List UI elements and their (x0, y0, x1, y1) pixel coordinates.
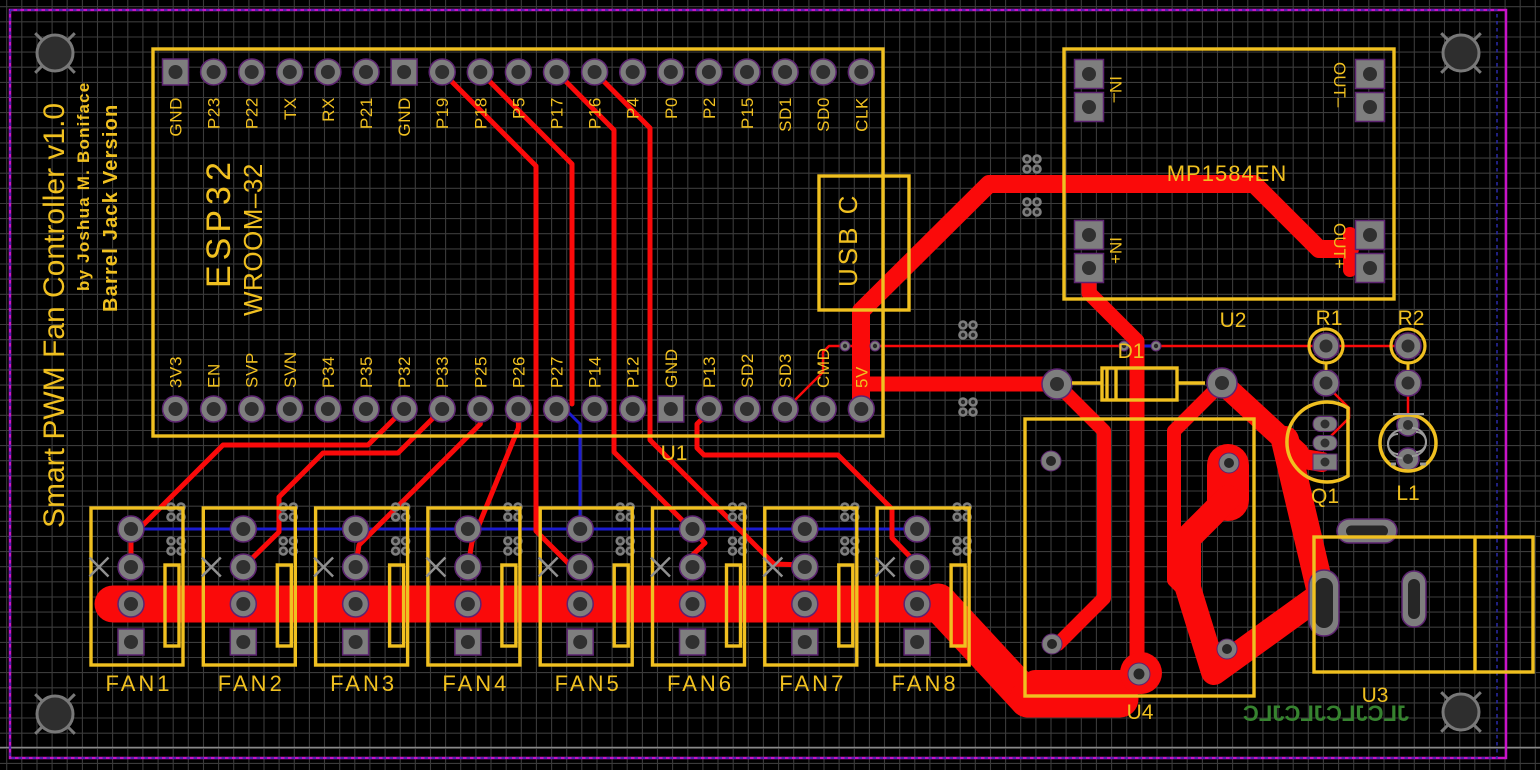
svg-text:FAN6: FAN6 (667, 671, 734, 696)
svg-text:IN–: IN– (1106, 76, 1125, 103)
svg-text:WROOM–32: WROOM–32 (238, 163, 268, 316)
svg-text:JLCJLCJLCJLC: JLCJLCJLCJLC (1243, 701, 1409, 726)
svg-text:ESP32: ESP32 (200, 157, 238, 288)
svg-text:FAN7: FAN7 (779, 671, 846, 696)
svg-text:P4: P4 (624, 97, 643, 119)
svg-text:SVP: SVP (243, 352, 262, 388)
svg-text:OUT–: OUT– (1330, 62, 1349, 108)
svg-text:EN: EN (205, 363, 224, 388)
svg-text:5V: 5V (852, 366, 871, 388)
svg-text:OUT+: OUT+ (1330, 223, 1349, 269)
svg-text:Q1: Q1 (1311, 485, 1339, 508)
svg-text:by Joshua M. Boniface: by Joshua M. Boniface (74, 82, 93, 291)
svg-text:P17: P17 (548, 97, 567, 129)
svg-text:P2: P2 (700, 97, 719, 119)
svg-text:P34: P34 (319, 356, 338, 388)
svg-text:P22: P22 (243, 97, 262, 129)
svg-text:P25: P25 (471, 356, 490, 388)
svg-text:U3: U3 (1362, 684, 1389, 707)
svg-text:P35: P35 (357, 356, 376, 388)
svg-text:USB C: USB C (833, 193, 863, 287)
svg-text:D1: D1 (1118, 340, 1145, 363)
svg-text:R2: R2 (1398, 307, 1425, 330)
svg-text:P33: P33 (433, 356, 452, 388)
svg-text:FAN2: FAN2 (218, 671, 285, 696)
svg-text:IN+: IN+ (1106, 237, 1125, 264)
svg-text:SD0: SD0 (814, 97, 833, 132)
svg-text:FAN1: FAN1 (105, 671, 172, 696)
svg-text:L1: L1 (1396, 482, 1419, 505)
svg-text:P13: P13 (700, 356, 719, 388)
svg-text:FAN4: FAN4 (442, 671, 509, 696)
svg-text:FAN8: FAN8 (892, 671, 959, 696)
svg-text:FAN3: FAN3 (330, 671, 397, 696)
svg-text:CMD: CMD (814, 347, 833, 388)
svg-text:P12: P12 (624, 356, 643, 388)
svg-text:SVN: SVN (281, 351, 300, 388)
svg-text:U4: U4 (1127, 701, 1154, 724)
svg-text:GND: GND (662, 348, 681, 388)
svg-text:P27: P27 (548, 356, 567, 388)
svg-text:SD2: SD2 (738, 353, 757, 388)
svg-text:SD3: SD3 (776, 353, 795, 388)
svg-text:GND: GND (395, 97, 414, 137)
svg-text:GND: GND (167, 97, 186, 137)
svg-text:FAN5: FAN5 (555, 671, 622, 696)
svg-text:P0: P0 (662, 97, 681, 119)
svg-text:TX: TX (281, 97, 300, 120)
svg-text:MP1584EN: MP1584EN (1167, 161, 1288, 186)
svg-text:P16: P16 (586, 97, 605, 129)
svg-text:P5: P5 (509, 97, 528, 119)
svg-text:P15: P15 (738, 97, 757, 129)
svg-text:3V3: 3V3 (167, 356, 186, 388)
svg-text:Smart PWM Fan Controller v1.0: Smart PWM Fan Controller v1.0 (38, 103, 71, 528)
svg-text:P26: P26 (509, 356, 528, 388)
svg-text:R1: R1 (1316, 307, 1343, 330)
svg-text:U1: U1 (661, 442, 688, 465)
svg-text:Barrel Jack Version: Barrel Jack Version (100, 104, 122, 312)
svg-text:U2: U2 (1220, 309, 1247, 332)
svg-text:SD1: SD1 (776, 97, 795, 132)
svg-text:CLK: CLK (852, 97, 871, 132)
svg-text:P14: P14 (586, 356, 605, 388)
svg-text:P18: P18 (471, 97, 490, 129)
svg-text:P23: P23 (205, 97, 224, 129)
svg-text:P32: P32 (395, 356, 414, 388)
svg-text:RX: RX (319, 97, 338, 122)
svg-text:P19: P19 (433, 97, 452, 129)
svg-text:P21: P21 (357, 97, 376, 129)
